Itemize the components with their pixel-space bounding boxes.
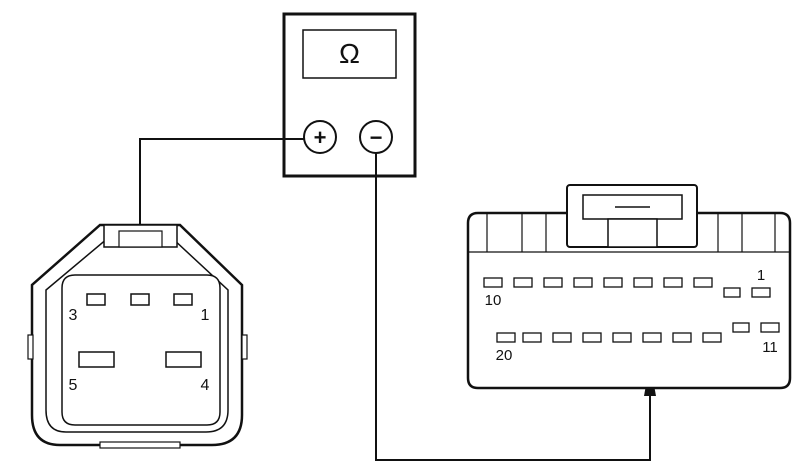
left-pin-label-5: 5 [69,377,78,394]
right-connector [466,184,792,390]
positive-lead-wire [139,138,304,255]
right-pin-label-20: 20 [496,347,513,364]
right-pin-4 [663,277,683,288]
right-pin-8 [543,277,563,288]
left-pin-4 [165,351,202,368]
right-pin-7 [573,277,593,288]
positive-terminal [303,120,337,154]
ohmmeter: Ω + − [282,12,417,178]
ohm-symbol: Ω [339,38,360,69]
right-connector-lock-latch [607,218,658,248]
left-pin-3 [86,293,106,306]
negative-terminal-label: − [370,125,383,150]
right-pin-20 [496,332,516,343]
right-pin-9 [513,277,533,288]
right-pin-label-10: 10 [485,292,502,309]
right-pin-19 [522,332,542,343]
ohmmeter-display [302,29,397,79]
right-pin-6 [603,277,623,288]
right-pin-5 [633,277,653,288]
right-pin-2 [723,287,741,298]
left-connector-lock-latch [118,230,163,248]
negative-lead-wire [375,153,651,461]
right-pin-15 [642,332,662,343]
right-pin-18 [552,332,572,343]
right-pin-12 [732,322,750,333]
right-pin-17 [582,332,602,343]
right-pin-16 [612,332,632,343]
right-pin-10 [483,277,503,288]
left-pin-1 [173,293,193,306]
test-leads [139,138,651,461]
left-connector-face [61,274,221,426]
left-connector-side-rib-right [241,334,248,360]
right-pin-3 [693,277,713,288]
left-pin-5 [78,351,115,368]
right-pin-11 [760,322,780,333]
right-pin-1 [751,287,771,298]
left-connector-side-rib-left [27,334,34,360]
right-pin-13 [702,332,722,343]
left-pin-label-4: 4 [201,377,210,394]
left-connector [27,223,248,449]
positive-terminal-label: + [314,125,327,150]
left-connector-bottom-rib [99,441,181,449]
right-pin-14 [672,332,692,343]
left-pin-label-1: 1 [201,307,210,324]
right-pin-label-1: 1 [757,267,765,284]
left-pin-label-3: 3 [69,307,78,324]
right-pin-label-11: 11 [762,339,778,356]
left-pin-2 [130,293,150,306]
right-connector-housing [466,211,792,390]
